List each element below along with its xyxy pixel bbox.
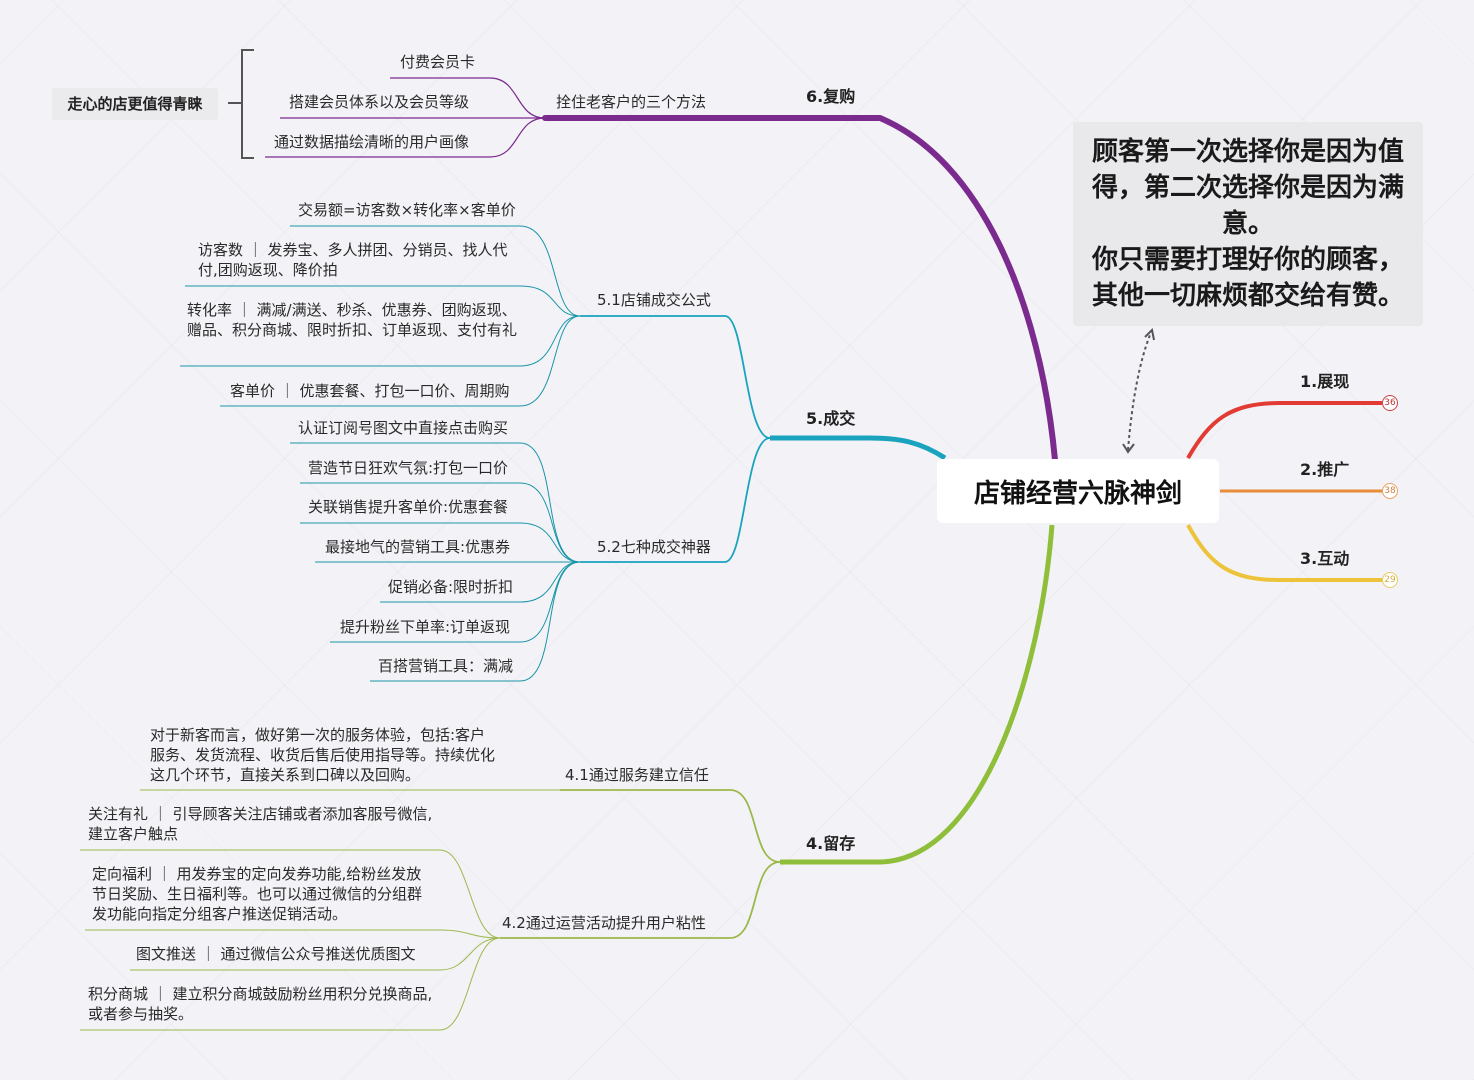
subtopic-stickiness[interactable]: 4.2通过运营活动提升用户粘性 <box>502 914 706 932</box>
leaf-topic[interactable]: 营造节日狂欢气氛:打包一口价 <box>308 459 509 477</box>
subtopic-deal-formula[interactable]: 5.1店铺成交公式 <box>597 291 711 309</box>
leaf-topic[interactable]: 认证订阅号图文中直接点击购买 <box>298 419 509 437</box>
leaf-topic[interactable]: 促销必备:限时折扣 <box>388 578 514 596</box>
leaf-topic[interactable]: 搭建会员体系以及会员等级 <box>289 93 470 111</box>
branch-interact[interactable]: 3.互动 <box>1300 549 1350 568</box>
leaf-topic[interactable]: 定向福利 ｜ 用发券宝的定向发券功能,给粉丝发放节日奖励、生日福利等。也可以通过… <box>92 865 423 923</box>
subtopic-trust[interactable]: 4.1通过服务建立信任 <box>565 766 709 784</box>
collapsed-count-badge[interactable]: 38 <box>1382 483 1398 499</box>
note-line: 意。 <box>1221 209 1274 239</box>
leaf-topic[interactable]: 百搭营销工具：满减 <box>378 657 514 675</box>
note-line: 顾客第一次选择你是因为值 <box>1091 137 1404 167</box>
note-line: 其他一切麻烦都交给有赞。 <box>1091 281 1404 311</box>
note-line: 得，第二次选择你是因为满 <box>1091 173 1404 203</box>
leaf-topic[interactable]: 图文推送 ｜ 通过微信公众号推送优质图文 <box>136 945 416 963</box>
leaf-topic[interactable]: 关联销售提升客单价:优惠套餐 <box>308 498 509 516</box>
collapsed-count-badge[interactable]: 36 <box>1382 395 1398 411</box>
leaf-topic[interactable]: 访客数 ｜ 发券宝、多人拼团、分销员、找人代付,团购返现、降价拍 <box>198 241 508 279</box>
branch-promote[interactable]: 2.推广 <box>1300 460 1350 479</box>
leaf-topic[interactable]: 积分商城 ｜ 建立积分商城鼓励粉丝用积分兑换商品,或者参与抽奖。 <box>88 985 433 1023</box>
branch-retention[interactable]: 4.留存 <box>806 834 856 853</box>
branch-repurchase[interactable]: 6.复购 <box>806 87 856 106</box>
subtopic-deal-tools[interactable]: 5.2七种成交神器 <box>597 538 711 556</box>
leaf-topic[interactable]: 转化率 ｜ 满减/满送、秒杀、优惠券、团购返现、赠品、积分商城、限时折扣、订单返… <box>187 301 518 339</box>
leaf-topic[interactable]: 对于新客而言，做好第一次的服务体验，包括:客户服务、发货流程、收货后售后使用指导… <box>150 726 496 784</box>
central-topic-label: 店铺经营六脉神剑 <box>973 478 1182 509</box>
note-line: 你只需要打理好你的顾客， <box>1091 245 1404 275</box>
branch-deal[interactable]: 5.成交 <box>806 409 856 428</box>
leaf-topic[interactable]: 付费会员卡 <box>400 53 476 71</box>
collapsed-count-badge[interactable]: 29 <box>1382 572 1398 588</box>
summary-topic[interactable]: 走心的店更值得青睐 <box>52 88 218 120</box>
leaf-topic[interactable]: 最接地气的营销工具:优惠券 <box>325 538 511 556</box>
leaf-topic[interactable]: 通过数据描绘清晰的用户画像 <box>274 133 470 151</box>
subtopic-retain-customers[interactable]: 拴住老客户的三个方法 <box>556 93 707 111</box>
branch-show[interactable]: 1.展现 <box>1300 372 1350 391</box>
leaf-topic[interactable]: 交易额=访客数×转化率×客单价 <box>298 201 516 219</box>
leaf-topic[interactable]: 客单价 ｜ 优惠套餐、打包一口价、周期购 <box>230 382 510 400</box>
central-topic[interactable]: 店铺经营六脉神剑 <box>937 459 1219 523</box>
callout-note[interactable]: 顾客第一次选择你是因为值 得，第二次选择你是因为满 意。 你只需要打理好你的顾客… <box>1073 122 1423 326</box>
leaf-topic[interactable]: 关注有礼 ｜ 引导顾客关注店铺或者添加客服号微信,建立客户触点 <box>88 805 433 843</box>
leaf-topic[interactable]: 提升粉丝下单率:订单返现 <box>340 618 511 636</box>
